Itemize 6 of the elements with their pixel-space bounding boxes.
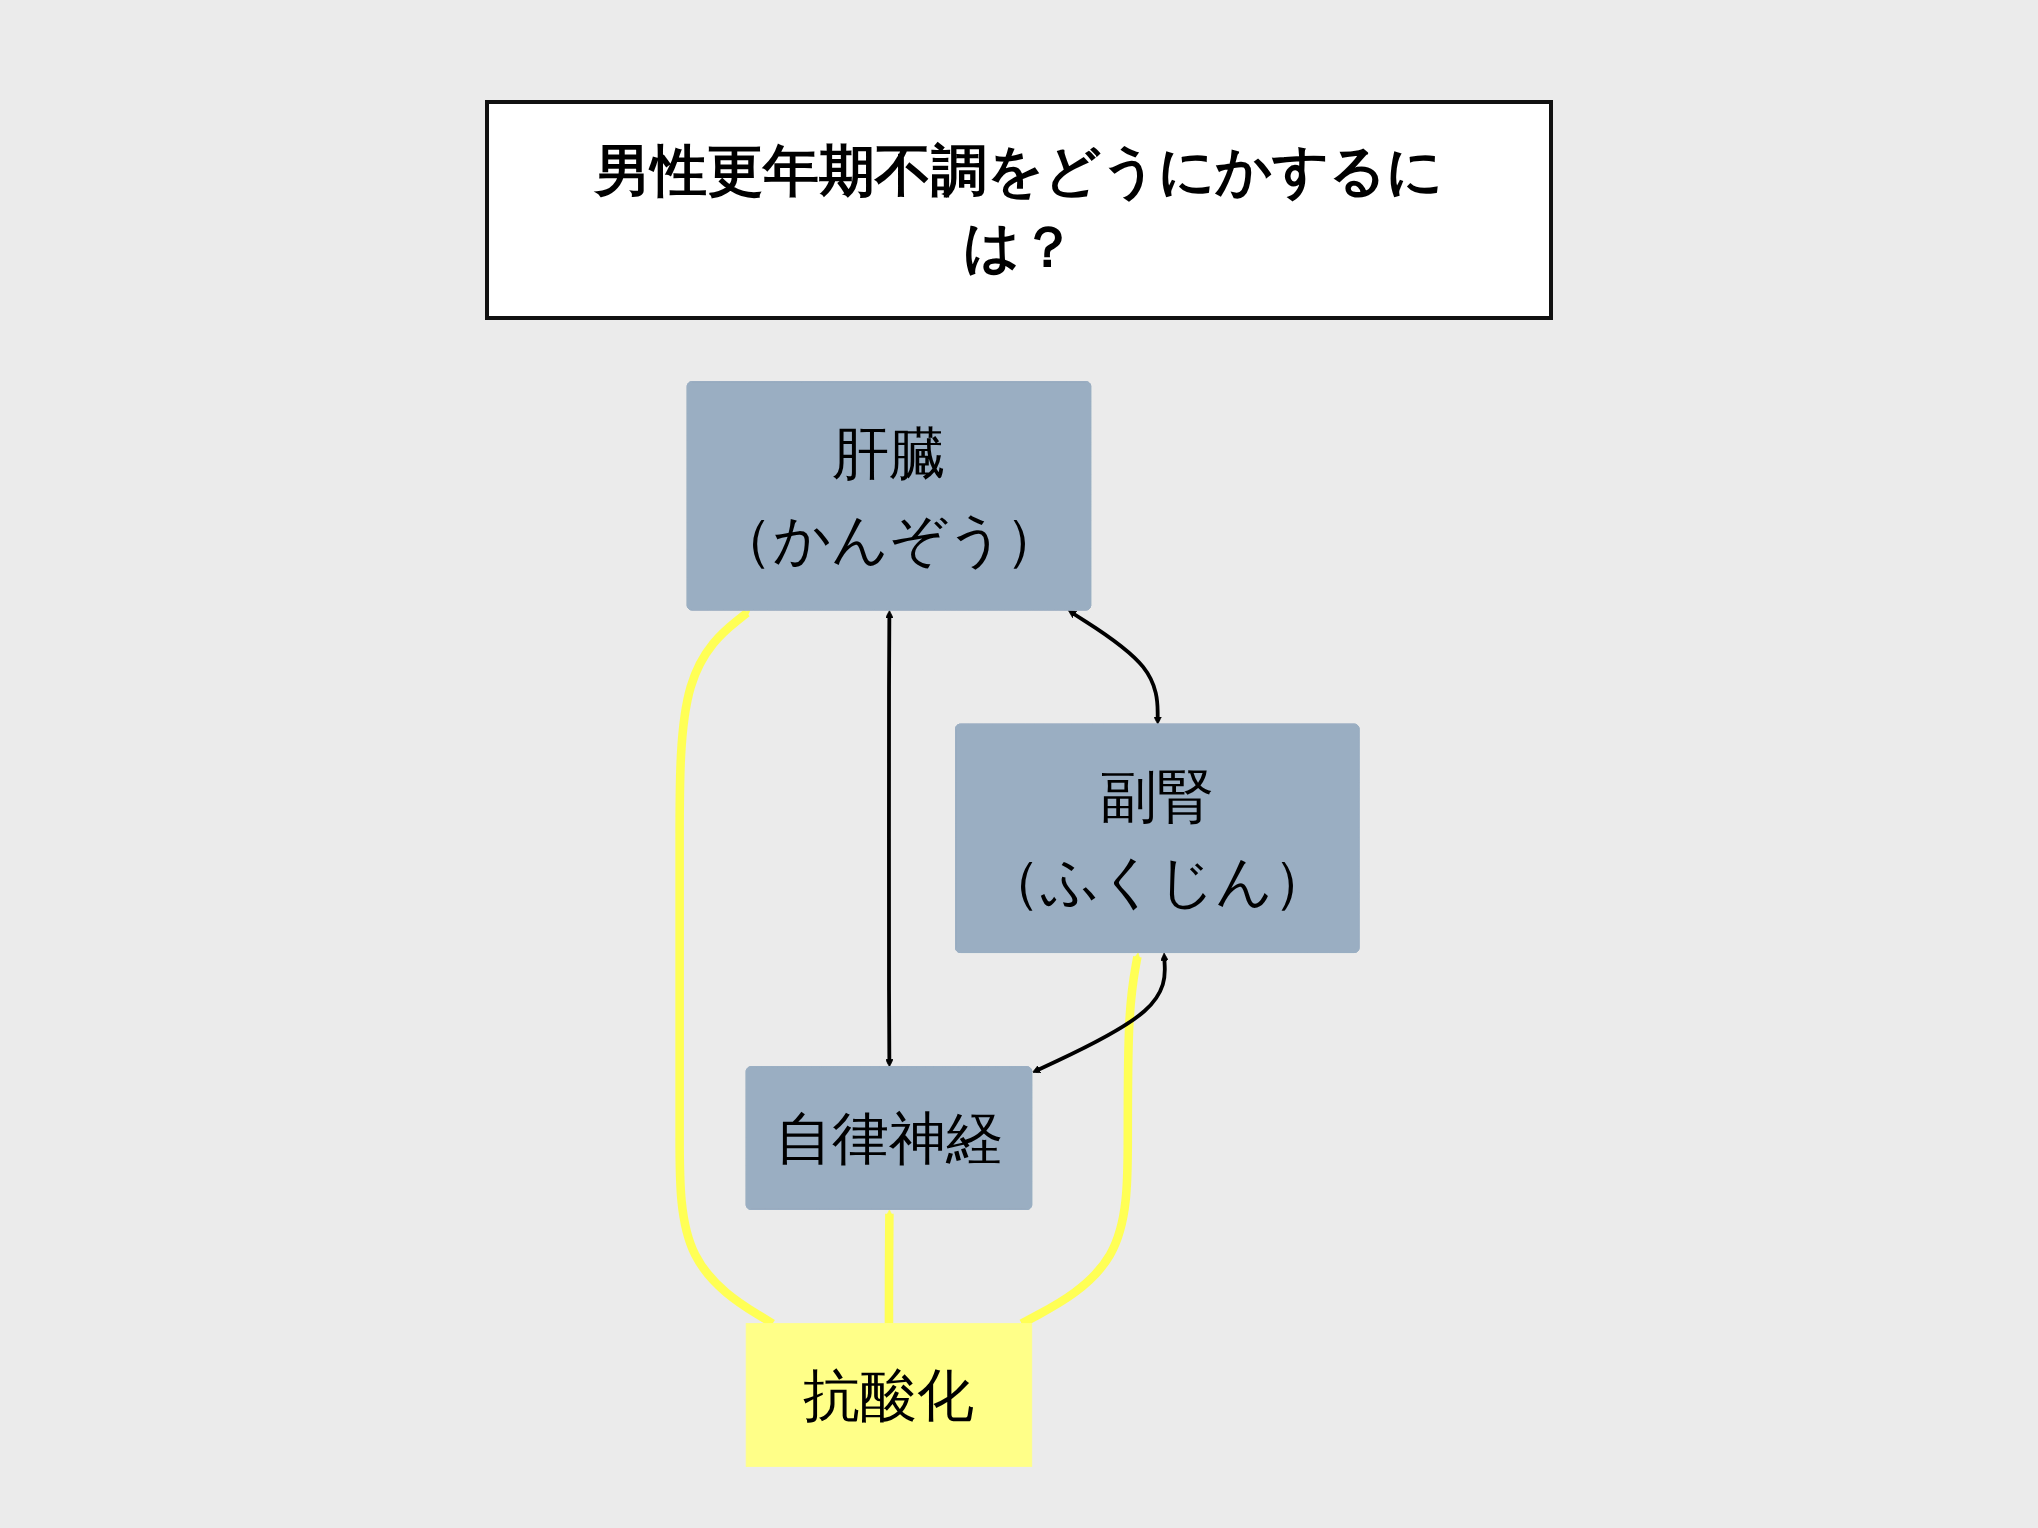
arrow <box>884 610 894 1068</box>
arrow <box>1067 610 1162 725</box>
arrow <box>1031 952 1169 1074</box>
arrow <box>884 1209 894 1324</box>
node-box: 抗酸化 <box>745 1323 1032 1467</box>
title-heading: 男性更年期不調をどうにかするには？ <box>485 100 1553 320</box>
